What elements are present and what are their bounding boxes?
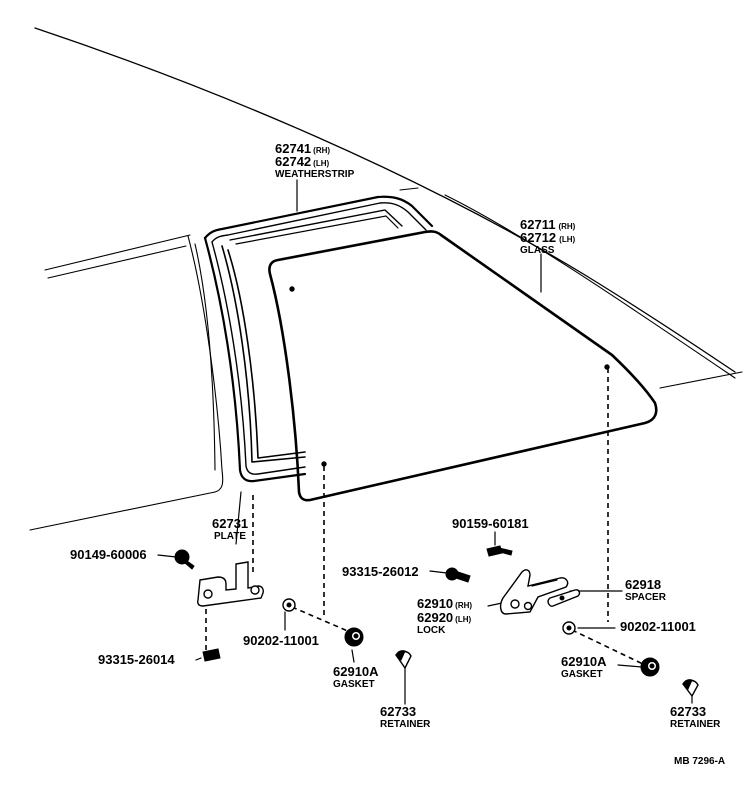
part-no: 62731	[212, 516, 248, 531]
part-name: RETAINER	[380, 719, 431, 730]
label-glass: 62711(RH) 62712(LH) GLASS	[520, 217, 576, 256]
label-gasket-right: 62910A GASKET	[561, 654, 607, 680]
weatherstrip-part	[203, 195, 434, 483]
part-name: LOCK	[417, 625, 446, 636]
svg-text:62920(LH): 62920(LH)	[417, 610, 471, 625]
part-no: 62918	[625, 577, 661, 592]
part-no: 62910A	[561, 654, 607, 669]
washer-right	[562, 621, 576, 635]
side-tag: (LH)	[559, 235, 575, 244]
part-name: GLASS	[520, 245, 555, 256]
part-name: SPACER	[625, 592, 667, 603]
part-no: 62733	[380, 704, 416, 719]
label-weatherstrip: 62741(RH) 62742(LH) WEATHERSTRIP	[275, 141, 355, 180]
label-bolt-90159: 90159-60181	[452, 516, 529, 531]
label-lock: 62910(RH) 62920(LH) LOCK	[417, 596, 472, 636]
part-no: 62733	[670, 704, 706, 719]
part-name: PLATE	[214, 531, 246, 542]
part-no: 62712	[520, 230, 556, 245]
part-no: 62711	[520, 217, 555, 232]
label-washer-right: 90202-11001	[620, 619, 696, 634]
gasket-right	[640, 657, 660, 677]
screw-93315-26012	[445, 567, 471, 583]
side-tag: (RH)	[558, 222, 575, 231]
plate-bracket	[197, 561, 264, 607]
svg-text:62711(RH): 62711(RH)	[520, 217, 576, 232]
side-tag: (LH)	[313, 159, 329, 168]
washer-left	[282, 598, 296, 612]
label-retainer-left: 62733 RETAINER	[380, 704, 431, 730]
label-washer-left: 90202-11001	[243, 633, 319, 648]
part-no: 62741	[275, 141, 311, 156]
bolt-90159	[486, 545, 513, 557]
screw-90149	[174, 549, 195, 570]
lock-assembly	[499, 569, 569, 615]
spacer-part	[547, 589, 581, 607]
svg-text:62712(LH): 62712(LH)	[520, 230, 575, 245]
drawing-reference: MB 7296-A	[674, 756, 725, 767]
side-tag: (RH)	[455, 601, 472, 610]
label-retainer-right: 62733 RETAINER	[670, 704, 721, 730]
gasket-left	[344, 627, 364, 647]
assembly-dashed-lines	[205, 368, 646, 666]
retainer-left	[395, 650, 412, 670]
part-name: GASKET	[333, 679, 375, 690]
car-body-outline	[29, 27, 743, 531]
side-tag: (RH)	[313, 146, 330, 155]
part-name: WEATHERSTRIP	[275, 169, 355, 180]
side-tag: (LH)	[455, 615, 471, 624]
quarter-glass-part	[268, 230, 658, 502]
label-spacer: 62918 SPACER	[625, 577, 667, 603]
part-no: 62920	[417, 610, 453, 625]
part-name: GASKET	[561, 669, 603, 680]
screw-93315-26014	[202, 648, 221, 662]
label-screw-93315-26012: 93315-26012	[342, 564, 419, 579]
label-screw-90149: 90149-60006	[70, 547, 147, 562]
label-plate: 62731 PLATE	[212, 516, 248, 542]
part-no: 62910A	[333, 664, 379, 679]
part-no: 62742	[275, 154, 311, 169]
svg-text:62742(LH): 62742(LH)	[275, 154, 329, 169]
svg-text:62910(RH): 62910(RH)	[417, 596, 472, 611]
part-no: 62910	[417, 596, 453, 611]
svg-text:62741(RH): 62741(RH)	[275, 141, 330, 156]
label-screw-93315-26014: 93315-26014	[98, 652, 175, 667]
retainer-right	[682, 679, 699, 698]
label-gasket-left: 62910A GASKET	[333, 664, 379, 690]
part-name: RETAINER	[670, 719, 721, 730]
